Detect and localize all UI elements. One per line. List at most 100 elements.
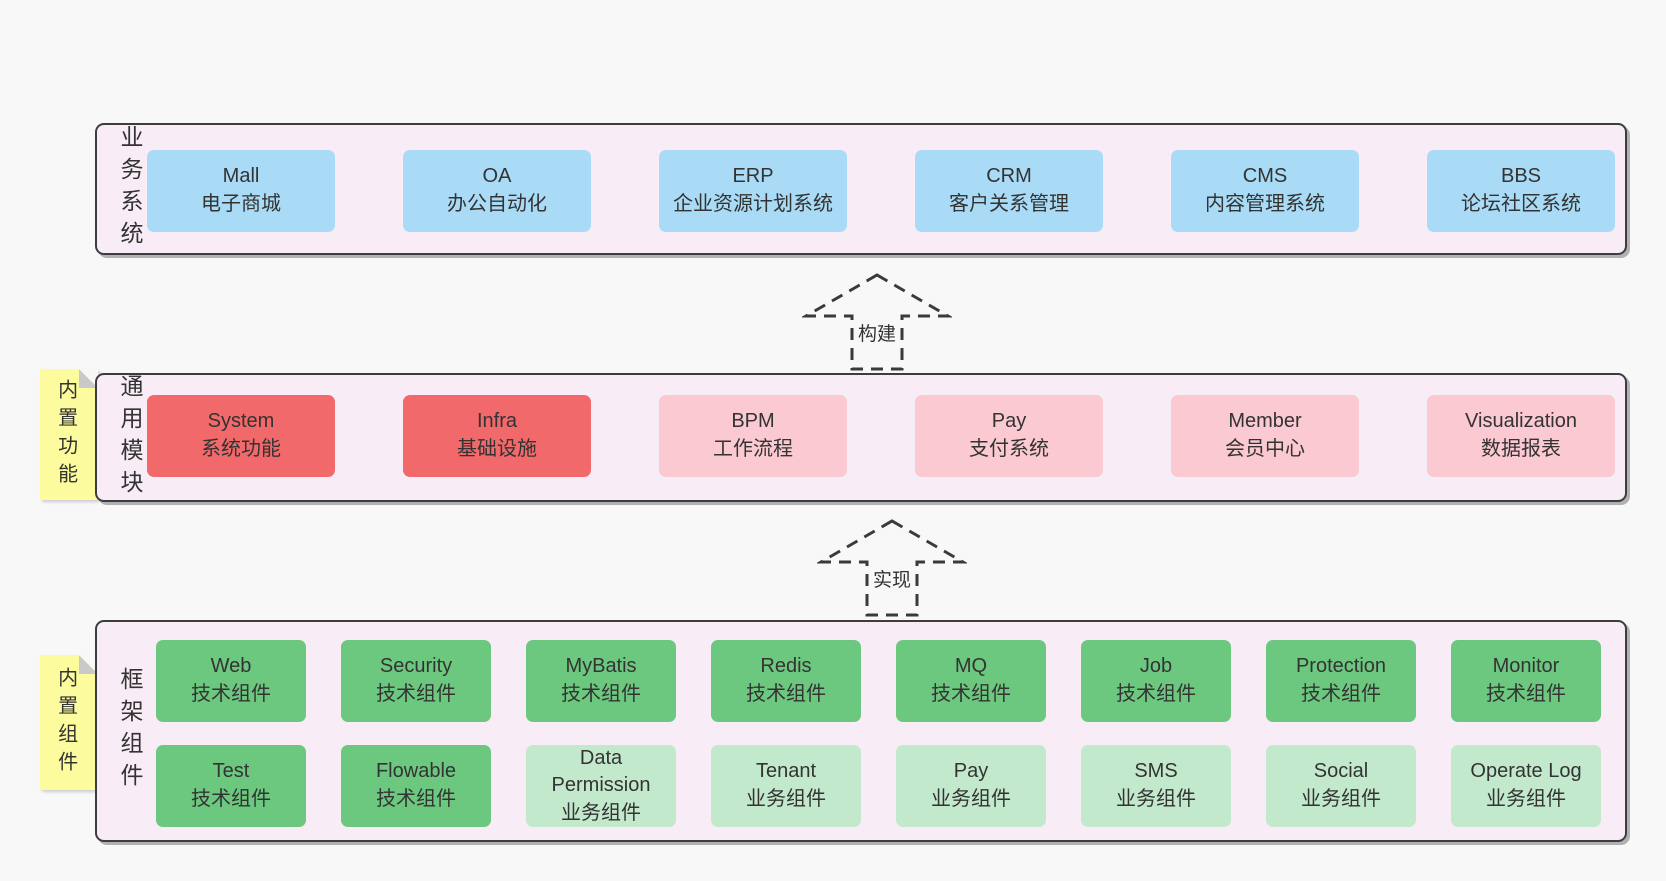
box-title: Monitor <box>1492 655 1560 678</box>
box-security: Security 技术组件 <box>341 640 491 722</box>
box-subtitle: 业务组件 <box>1116 788 1196 810</box>
box-subtitle: 会员中心 <box>1225 438 1305 460</box>
dashed-up-arrow-icon <box>802 273 952 371</box>
box-protection: Protection 技术组件 <box>1266 640 1416 722</box>
box-title: Web <box>210 655 252 678</box>
box-title: Flowable <box>375 760 457 783</box>
box-social: Social 业务组件 <box>1266 745 1416 827</box>
folded-corner-icon <box>79 369 98 388</box>
box-sms: SMS 业务组件 <box>1081 745 1231 827</box>
arrow-implement-label: 实现 <box>872 570 911 591</box>
arrow-implement: 实现 <box>817 518 967 618</box>
arrow-build: 构建 <box>802 272 952 372</box>
box-subtitle: 业务组件 <box>746 788 826 810</box>
box-pay: Pay 支付系统 <box>915 395 1103 477</box>
box-title: BBS <box>1500 165 1542 188</box>
dashed-up-arrow-icon <box>817 519 967 617</box>
box-tenant: Tenant 业务组件 <box>711 745 861 827</box>
layer-common-modules: 通用模块 System 系统功能 Infra 基础设施 BPM 工作流程 Pay… <box>95 373 1627 502</box>
folded-corner-icon <box>79 655 98 674</box>
box-subtitle: 基础设施 <box>457 438 537 460</box>
box-test: Test 技术组件 <box>156 745 306 827</box>
box-bbs: BBS 论坛社区系统 <box>1427 150 1615 232</box>
box-subtitle: 支付系统 <box>969 438 1049 460</box>
box-subtitle: 工作流程 <box>713 438 793 460</box>
box-monitor: Monitor 技术组件 <box>1451 640 1601 722</box>
box-title: Infra <box>476 410 518 433</box>
box-title: Data Permission <box>551 746 651 797</box>
box-pay-component: Pay 业务组件 <box>896 745 1046 827</box>
box-data-permission: Data Permission 业务组件 <box>526 745 676 827</box>
box-bpm: BPM 工作流程 <box>659 395 847 477</box>
box-subtitle: 系统功能 <box>201 438 281 460</box>
box-flowable: Flowable 技术组件 <box>341 745 491 827</box>
box-title: Tenant <box>755 760 817 783</box>
box-title: SMS <box>1134 760 1178 783</box>
box-title: Pay <box>953 760 989 783</box>
box-subtitle: 业务组件 <box>561 801 641 824</box>
note-builtin-features: 内置功能 <box>40 369 98 500</box>
box-title: Job <box>1139 655 1173 678</box>
arrow-build-label: 构建 <box>857 324 896 345</box>
box-subtitle: 技术组件 <box>376 788 456 810</box>
box-title: Protection <box>1295 655 1387 678</box>
box-subtitle: 内容管理系统 <box>1205 193 1325 215</box>
box-title: MyBatis <box>565 655 637 678</box>
box-subtitle: 业务组件 <box>1486 788 1566 810</box>
box-title: OA <box>482 165 512 188</box>
box-subtitle: 技术组件 <box>1301 683 1381 705</box>
layer-framework-components: 框架组件 Web 技术组件 Security 技术组件 MyBatis 技术组件… <box>95 620 1627 842</box>
box-subtitle: 客户关系管理 <box>949 193 1069 215</box>
box-title: CMS <box>1242 165 1288 188</box>
box-subtitle: 论坛社区系统 <box>1461 193 1581 215</box>
box-oa: OA 办公自动化 <box>403 150 591 232</box>
box-erp: ERP 企业资源计划系统 <box>659 150 847 232</box>
box-member: Member 会员中心 <box>1171 395 1359 477</box>
box-mq: MQ 技术组件 <box>896 640 1046 722</box>
box-visualization: Visualization 数据报表 <box>1427 395 1615 477</box>
box-title: System <box>207 410 275 433</box>
box-title: ERP <box>732 165 774 188</box>
box-subtitle: 电子商城 <box>201 193 281 215</box>
layer-business-systems: 业务系统 Mall 电子商城 OA 办公自动化 ERP 企业资源计划系统 CRM… <box>95 123 1627 255</box>
box-title: BPM <box>731 410 775 433</box>
box-title: Member <box>1228 410 1302 433</box>
box-subtitle: 数据报表 <box>1481 438 1561 460</box>
box-subtitle: 技术组件 <box>1486 683 1566 705</box>
box-title: CRM <box>986 165 1032 188</box>
box-title: Security <box>379 655 453 678</box>
box-title: Redis <box>760 655 812 678</box>
box-redis: Redis 技术组件 <box>711 640 861 722</box>
box-infra: Infra 基础设施 <box>403 395 591 477</box>
box-mybatis: MyBatis 技术组件 <box>526 640 676 722</box>
box-system: System 系统功能 <box>147 395 335 477</box>
box-mall: Mall 电子商城 <box>147 150 335 232</box>
box-title: Pay <box>991 410 1027 433</box>
box-operate-log: Operate Log 业务组件 <box>1451 745 1601 827</box>
layer-common-modules-label: 通用模块 <box>117 373 143 502</box>
box-subtitle: 业务组件 <box>1301 788 1381 810</box>
note-label: 内置功能 <box>54 378 77 491</box>
box-subtitle: 办公自动化 <box>447 193 547 215</box>
box-subtitle: 技术组件 <box>1116 683 1196 705</box>
box-subtitle: 技术组件 <box>746 683 826 705</box>
box-title: Test <box>212 760 250 783</box>
note-builtin-components: 内置组件 <box>40 655 98 790</box>
box-title: Social <box>1313 760 1369 783</box>
note-label: 内置组件 <box>54 666 77 779</box>
box-subtitle: 企业资源计划系统 <box>673 193 833 215</box>
box-subtitle: 技术组件 <box>191 788 271 810</box>
box-subtitle: 技术组件 <box>191 683 271 705</box>
layer-framework-components-label: 框架组件 <box>117 667 143 795</box>
box-subtitle: 技术组件 <box>561 683 641 705</box>
box-job: Job 技术组件 <box>1081 640 1231 722</box>
box-crm: CRM 客户关系管理 <box>915 150 1103 232</box>
box-subtitle: 业务组件 <box>931 788 1011 810</box>
box-title: Operate Log <box>1470 760 1582 783</box>
box-title: Mall <box>222 165 260 188</box>
box-title: Visualization <box>1465 410 1577 433</box>
box-subtitle: 技术组件 <box>376 683 456 705</box>
box-web: Web 技术组件 <box>156 640 306 722</box>
box-subtitle: 技术组件 <box>931 683 1011 705</box>
